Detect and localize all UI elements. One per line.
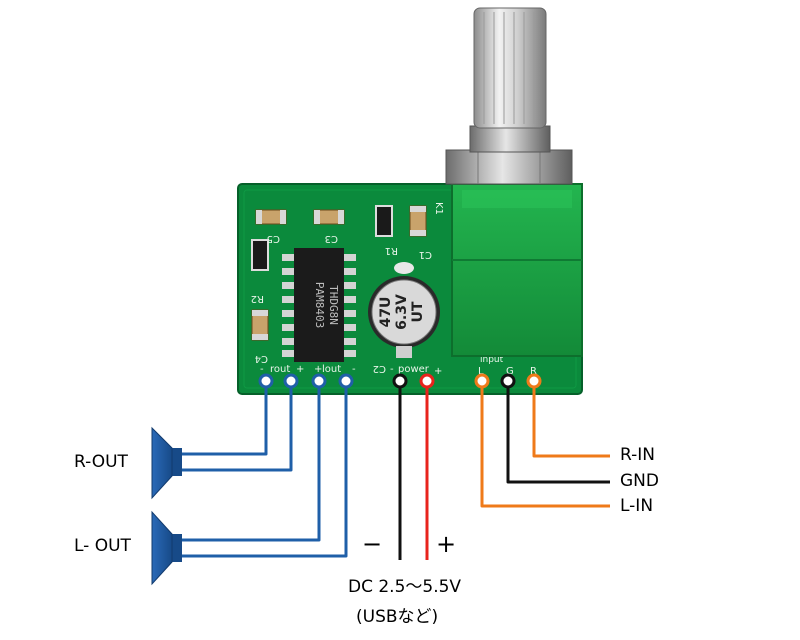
silk-c4: C4 (255, 353, 268, 364)
smd-resistor-r1 (375, 205, 393, 237)
chip-line2: THDG8N (327, 285, 340, 325)
capacitor-line1: 47U (378, 297, 394, 328)
silk-power: power (398, 364, 430, 375)
silk-in-l: L (478, 366, 484, 377)
wire-rout-plus (180, 380, 293, 472)
label-minus: − (362, 530, 383, 558)
wire-input-g (506, 380, 610, 484)
speaker-right-icon (151, 426, 182, 500)
silk-lout-plus: + (314, 364, 322, 375)
solder-pads (258, 373, 542, 389)
chip-line1: PAM8403 (313, 282, 326, 328)
pad-input-g (500, 373, 516, 389)
smd-capacitor-c1 (409, 205, 427, 237)
pad-lout-minus (338, 373, 354, 389)
pad-rout-plus (283, 373, 299, 389)
silk-rout: rout (270, 364, 290, 375)
silk-rout-plus: + (296, 364, 304, 375)
silk-lout-minus: - (352, 364, 356, 375)
electrolytic-capacitor: 47U 6.3V UT (368, 262, 440, 358)
smd-resistor-r2 (251, 239, 269, 271)
label-l-in: L-IN (620, 496, 654, 516)
pad-power-plus (419, 373, 435, 389)
label-r-out: R-OUT (74, 452, 128, 472)
silk-pwr-minus: - (390, 364, 394, 375)
silk-k1: K1 (433, 202, 444, 215)
label-dc-range: DC 2.5〜5.5V (348, 577, 462, 597)
silk-c1: C1 (419, 249, 432, 260)
silk-c2: C2 (373, 363, 386, 374)
ic-chip: PAM8403 THDG8N (282, 248, 356, 362)
smd-capacitor-c4 (251, 309, 269, 341)
pad-rout-minus (258, 373, 274, 389)
label-l-out: L- OUT (74, 536, 131, 556)
silk-input: input (480, 355, 504, 365)
silk-pwr-plus: + (434, 366, 442, 377)
smd-capacitor-c5 (255, 209, 287, 225)
silk-r1: R1 (385, 245, 398, 256)
capacitor-line3: UT (410, 301, 426, 322)
wire-lout-minus (180, 380, 348, 558)
wires (180, 380, 610, 560)
speaker-left-icon (151, 510, 182, 586)
pad-input-l (474, 373, 490, 389)
silk-r2: R2 (251, 293, 264, 304)
silk-in-g: G (506, 366, 514, 377)
silk-in-r: R (530, 366, 537, 377)
pad-lout-plus (311, 373, 327, 389)
volume-potentiometer (445, 125, 583, 357)
knob-shaft (473, 7, 547, 129)
silk-rout-minus: - (260, 364, 264, 375)
label-usb: (USBなど) (356, 607, 439, 627)
wire-input-l (480, 380, 610, 508)
label-gnd: GND (620, 471, 659, 491)
silk-lout: lout (322, 364, 341, 375)
capacitor-line2: 6.3V (394, 294, 410, 330)
label-plus: + (436, 530, 457, 558)
pad-input-r (526, 373, 542, 389)
label-r-in: R-IN (620, 445, 655, 465)
smd-capacitor-c3 (313, 209, 345, 225)
pad-power-minus (392, 373, 408, 389)
wire-input-r (532, 380, 610, 458)
silk-c3: C3 (325, 233, 338, 244)
silk-c5: C5 (267, 233, 280, 244)
wire-lout-plus (180, 380, 321, 542)
wire-rout-minus (180, 380, 268, 456)
